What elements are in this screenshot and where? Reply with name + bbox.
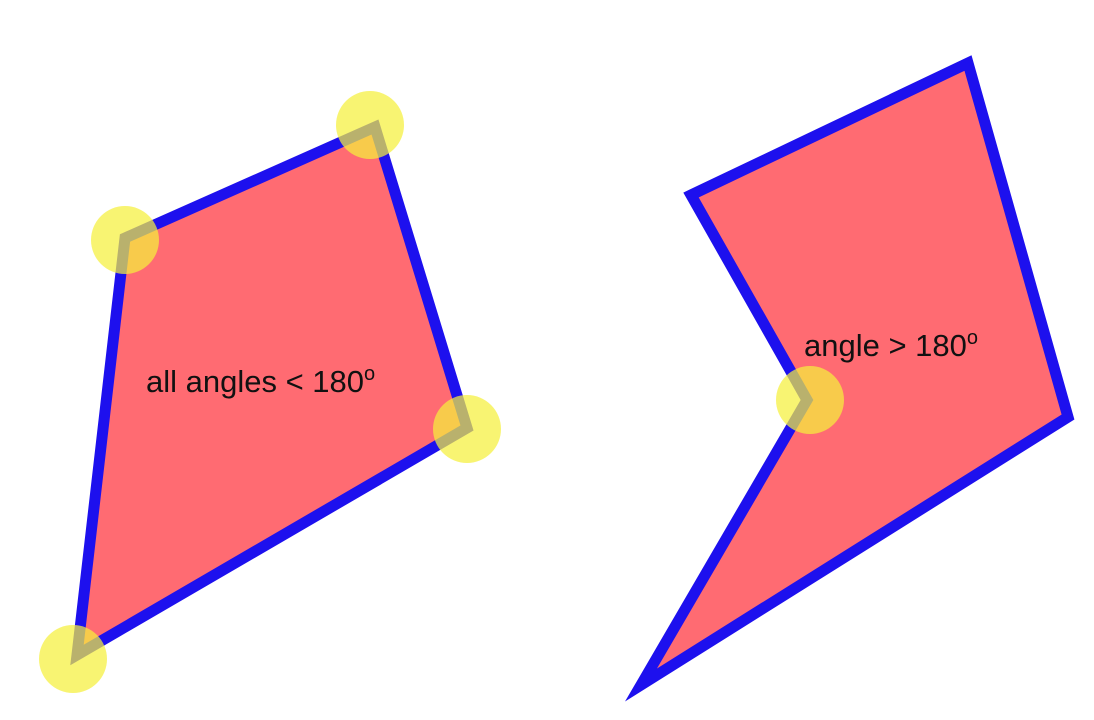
concave-label-degree: o <box>967 327 978 349</box>
convex-label-degree: o <box>364 363 375 385</box>
convex-vertex-marker-top-left <box>91 206 159 274</box>
convex-label: all angles < 180o <box>146 363 375 399</box>
concave-vertex-marker-reflex <box>776 366 844 434</box>
concave-label: angle > 180o <box>804 327 978 363</box>
concave-polygon-group: angle > 180o <box>625 55 1075 702</box>
convex-vertex-marker-top-right <box>336 91 404 159</box>
convex-vertex-marker-right <box>433 395 501 463</box>
convex-polygon-group: all angles < 180o <box>39 91 501 693</box>
convex-vertex-marker-bottom-left <box>39 625 107 693</box>
concave-label-main: angle > 180 <box>804 328 967 363</box>
concave-polygon <box>625 55 1075 702</box>
convex-label-main: all angles < 180 <box>146 364 364 399</box>
